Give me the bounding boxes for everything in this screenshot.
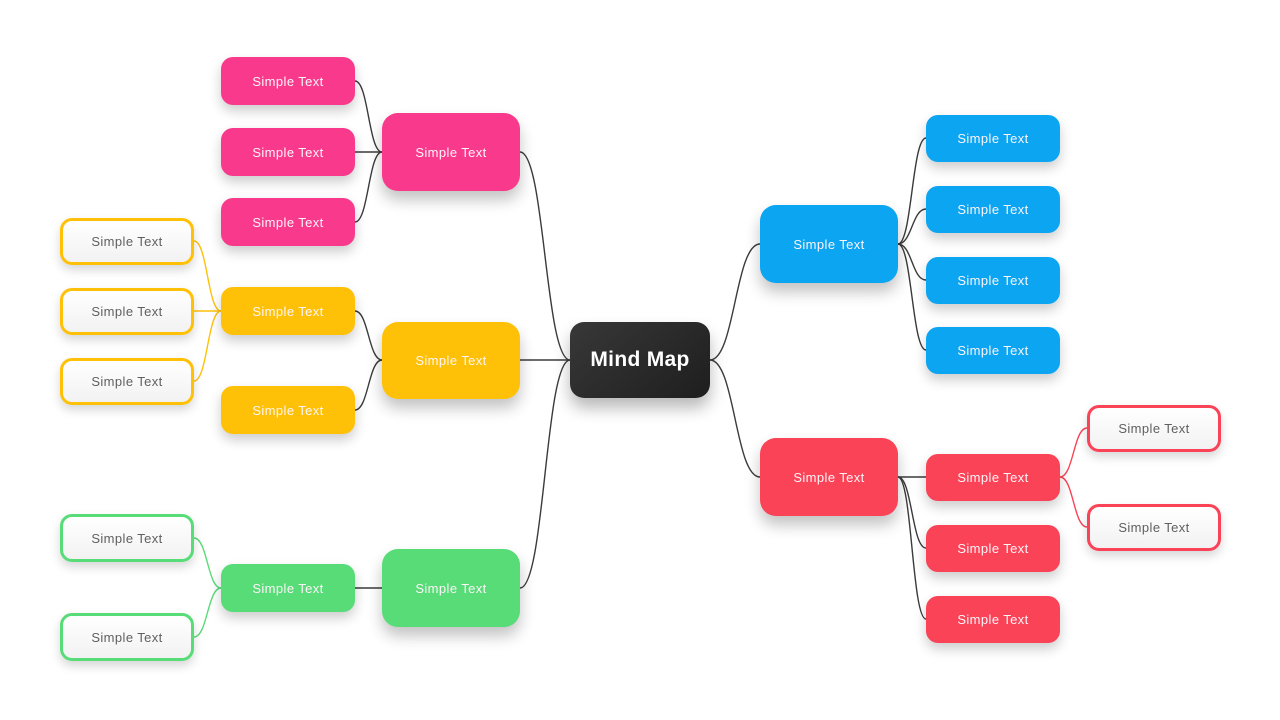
- green-branch-node[interactable]: Simple Text: [382, 549, 520, 627]
- node-label: Simple Text: [252, 303, 324, 319]
- node-label: Simple Text: [957, 202, 1029, 217]
- node-label: Simple Text: [91, 374, 163, 389]
- node-label: Simple Text: [91, 629, 163, 645]
- connector-line: [709, 243, 761, 361]
- node-label: Simple Text: [91, 304, 163, 319]
- connector-line: [1059, 476, 1088, 528]
- node-label: Simple Text: [91, 530, 163, 546]
- connector-line: [354, 151, 383, 223]
- connector-line: [519, 359, 571, 589]
- connector-line: [897, 476, 927, 620]
- node-label: Simple Text: [415, 353, 487, 368]
- red-leaf-node-1[interactable]: Simple Text: [1087, 405, 1221, 452]
- center-node[interactable]: Mind Map: [570, 322, 710, 398]
- green-leaf-node-1[interactable]: Simple Text: [60, 514, 194, 562]
- node-label: Simple Text: [252, 73, 324, 89]
- center-node-label: Mind Map: [590, 348, 690, 371]
- node-label: Simple Text: [957, 131, 1029, 146]
- node-label: Simple Text: [415, 580, 487, 596]
- node-label: Simple Text: [957, 612, 1029, 627]
- connector-line: [1059, 427, 1088, 478]
- pink-child-node-3[interactable]: Simple Text: [221, 198, 355, 246]
- green-child-node-1[interactable]: Simple Text: [221, 564, 355, 612]
- yellow-leaf-node-2[interactable]: Simple Text: [60, 288, 194, 335]
- connector-line: [193, 537, 222, 589]
- connector-line: [354, 359, 383, 411]
- blue-child-node-1[interactable]: Simple Text: [926, 115, 1060, 162]
- yellow-leaf-node-1[interactable]: Simple Text: [60, 218, 194, 265]
- node-label: Simple Text: [91, 234, 163, 249]
- yellow-child-node-1[interactable]: Simple Text: [221, 287, 355, 335]
- connector-line: [709, 359, 761, 478]
- node-label: Simple Text: [252, 214, 324, 230]
- node-label: Simple Text: [793, 469, 865, 485]
- red-leaf-node-2[interactable]: Simple Text: [1087, 504, 1221, 551]
- node-label: Simple Text: [1118, 520, 1190, 535]
- connector-line: [354, 310, 383, 361]
- connector-line: [519, 151, 571, 361]
- node-label: Simple Text: [415, 144, 487, 160]
- connector-line: [354, 80, 383, 153]
- connector-line: [897, 476, 927, 549]
- blue-child-node-3[interactable]: Simple Text: [926, 257, 1060, 304]
- node-label: Simple Text: [957, 541, 1029, 556]
- connector-line: [193, 240, 222, 312]
- connector-line: [897, 137, 927, 245]
- node-label: Simple Text: [793, 236, 865, 252]
- node-label: Simple Text: [252, 144, 324, 160]
- yellow-child-node-2[interactable]: Simple Text: [221, 386, 355, 434]
- red-branch-node[interactable]: Simple Text: [760, 438, 898, 516]
- pink-child-node-1[interactable]: Simple Text: [221, 57, 355, 105]
- node-label: Simple Text: [957, 343, 1029, 358]
- node-label: Simple Text: [1118, 421, 1190, 436]
- pink-branch-node[interactable]: Simple Text: [382, 113, 520, 191]
- red-child-node-2[interactable]: Simple Text: [926, 525, 1060, 572]
- connector-line: [897, 243, 927, 281]
- connector-line: [193, 310, 222, 382]
- yellow-branch-node[interactable]: Simple Text: [382, 322, 520, 399]
- node-label: Simple Text: [957, 470, 1029, 485]
- pink-child-node-2[interactable]: Simple Text: [221, 128, 355, 176]
- node-label: Simple Text: [957, 273, 1029, 288]
- connector-line: [897, 208, 927, 245]
- yellow-leaf-node-3[interactable]: Simple Text: [60, 358, 194, 405]
- blue-branch-node[interactable]: Simple Text: [760, 205, 898, 283]
- red-child-node-1[interactable]: Simple Text: [926, 454, 1060, 501]
- red-child-node-3[interactable]: Simple Text: [926, 596, 1060, 643]
- blue-child-node-2[interactable]: Simple Text: [926, 186, 1060, 233]
- connector-line: [193, 587, 222, 638]
- connector-line: [897, 243, 927, 351]
- node-label: Simple Text: [252, 580, 324, 596]
- blue-child-node-4[interactable]: Simple Text: [926, 327, 1060, 374]
- green-leaf-node-2[interactable]: Simple Text: [60, 613, 194, 661]
- node-label: Simple Text: [252, 402, 324, 418]
